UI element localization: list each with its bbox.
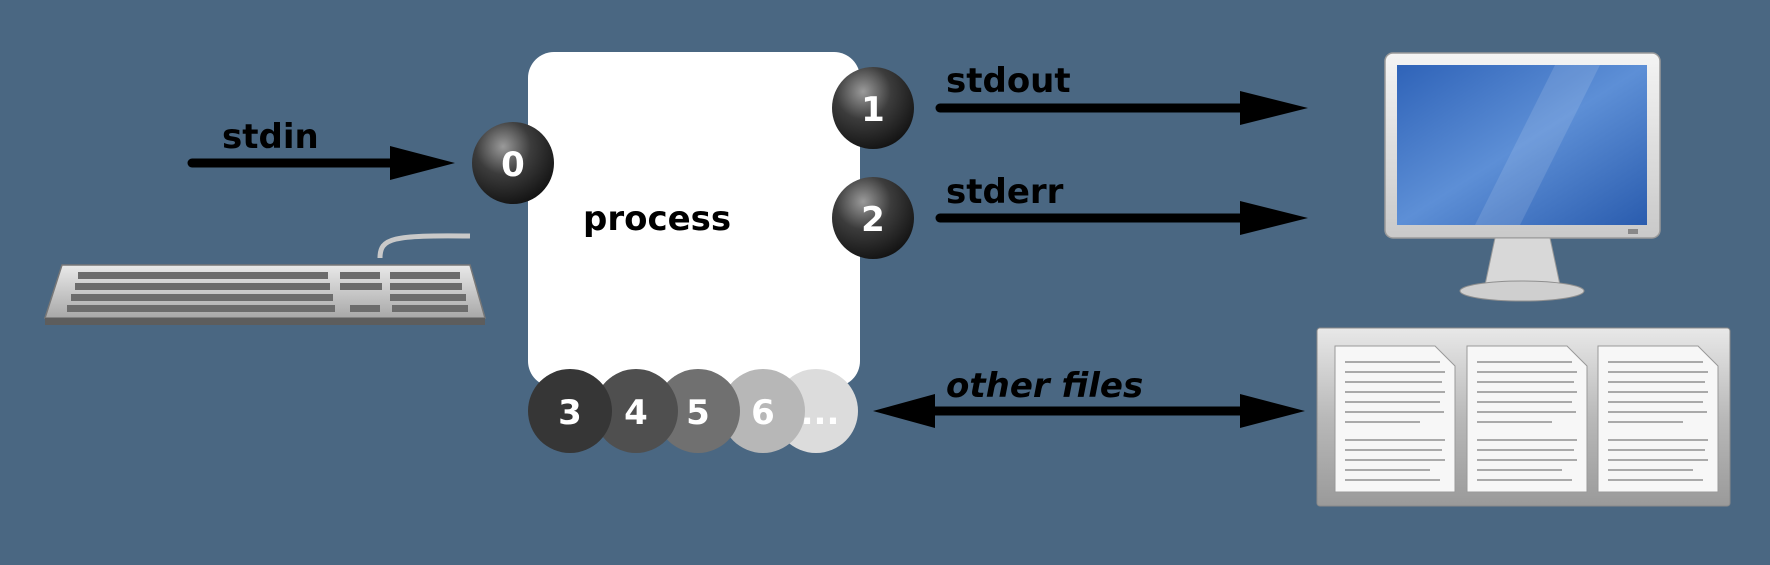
stderr-label: stderr — [946, 172, 1064, 212]
other-fd-badges: ... 6 5 4 3 — [528, 369, 858, 453]
fd-more-label: ... — [801, 393, 840, 433]
keyboard-icon — [43, 233, 486, 325]
fd-5-number: 5 — [686, 393, 710, 433]
stdout-arrow — [935, 91, 1308, 125]
process-label: process — [583, 199, 731, 239]
fd-4-number: 4 — [624, 393, 648, 433]
stdin-label: stdin — [222, 117, 319, 157]
stdout-label: stdout — [946, 61, 1071, 101]
fd-2-badge: 2 — [832, 177, 914, 259]
fd-5-badge — [656, 369, 740, 453]
stderr-arrow — [935, 201, 1308, 235]
document-page — [1597, 345, 1719, 493]
document-page — [1334, 345, 1456, 493]
fd-6-number: 6 — [751, 393, 775, 433]
fd-4-badge — [594, 369, 678, 453]
monitor-icon — [1384, 52, 1661, 302]
fd-1-badge: 1 — [832, 67, 914, 149]
documents-icon — [1316, 327, 1731, 507]
stdin-arrow — [187, 146, 455, 180]
fd-2-number: 2 — [861, 200, 885, 240]
fd-0-number: 0 — [501, 145, 525, 185]
fd-6-badge — [721, 369, 805, 453]
other-files-arrow — [873, 394, 1305, 428]
fd-3-badge — [528, 369, 612, 453]
document-page — [1466, 345, 1588, 493]
process-box — [528, 52, 860, 387]
fd-0-badge: 0 — [472, 122, 554, 204]
fd-1-number: 1 — [861, 90, 885, 130]
other-files-label: other files — [946, 366, 1143, 406]
fd-3-number: 3 — [558, 393, 582, 433]
